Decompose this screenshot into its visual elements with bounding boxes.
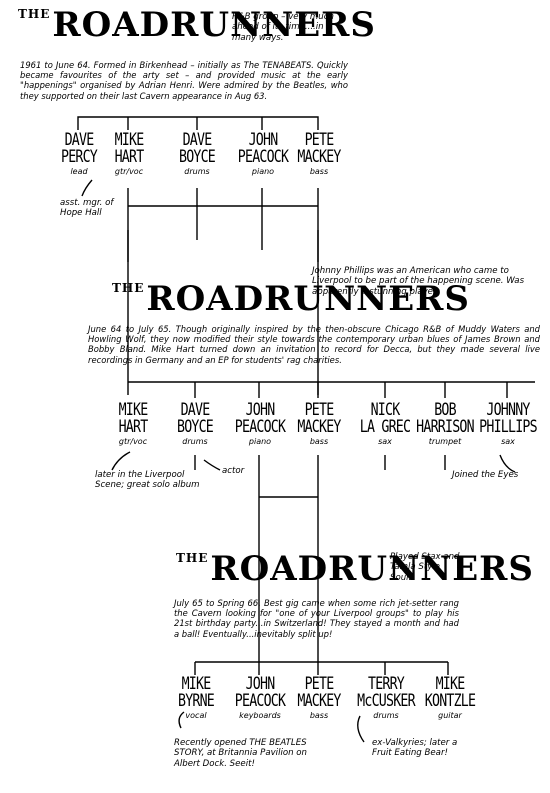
member-first-name: PETE <box>304 400 335 420</box>
member-instrument: sax <box>378 437 392 446</box>
group3-member-3: PETE MACKEY bass <box>284 674 354 721</box>
group3-side-note: Played Stax and Tamla Style Soul. <box>390 552 460 583</box>
group2-annotation-1: later in the Liverpool Scene; great solo… <box>95 470 200 491</box>
member-instrument: piano <box>248 437 272 446</box>
group2-member-4: PETE MACKEY bass <box>284 400 354 447</box>
group1-member-3: DAVE BOYCE drums <box>165 130 229 177</box>
member-first-name: DAVE <box>180 400 211 420</box>
group1-side-note: R&B group – very much ahead of its time.… <box>232 12 334 43</box>
group2-title-name: ROADRUNNERS <box>146 279 470 319</box>
member-instrument: lead <box>70 167 88 176</box>
member-first-name: JOHN <box>248 130 279 150</box>
member-first-name: MIKE <box>114 130 145 150</box>
member-first-name: DAVE <box>182 130 213 150</box>
member-last-name: LA GREC <box>359 417 411 437</box>
group1-member-2: MIKE HART gtr/voc <box>98 130 160 177</box>
group3-member-2: JOHN PEACOCK keyboards <box>222 674 298 721</box>
group1-title: THEROADRUNNERS <box>18 8 376 42</box>
group1-annotation-1: asst. mgr. of Hope Hall <box>60 198 114 219</box>
member-first-name: MIKE <box>181 674 212 694</box>
member-last-name: MACKEY <box>297 147 341 167</box>
member-first-name: JOHN <box>245 674 276 694</box>
member-last-name: PEACOCK <box>234 417 286 437</box>
member-last-name: HART <box>114 147 145 167</box>
member-first-name: PETE <box>304 130 335 150</box>
member-first-name: BOB <box>434 400 456 420</box>
member-first-name: DAVE <box>64 130 95 150</box>
member-last-name: McCUSKER <box>357 691 415 711</box>
group1-member-5: PETE MACKEY bass <box>284 130 354 177</box>
member-instrument: bass <box>309 711 329 720</box>
member-first-name: TERRY <box>367 674 405 694</box>
member-last-name: HART <box>118 417 149 437</box>
member-instrument: gtr/voc <box>118 437 148 446</box>
member-first-name: MIKE <box>118 400 149 420</box>
group1-title-the: THE <box>18 7 51 21</box>
group2-history: June 64 to July 65. Though originally in… <box>88 324 540 365</box>
member-instrument: bass <box>309 437 329 446</box>
group2-member-7: JOHNNY PHILLIPS sax <box>468 400 548 447</box>
member-instrument: drums <box>182 437 208 446</box>
member-last-name: BOYCE <box>178 147 216 167</box>
member-first-name: PETE <box>304 674 335 694</box>
member-instrument: trumpet <box>428 437 462 446</box>
group3-title-name: ROADRUNNERS <box>210 549 534 589</box>
group1-history: 1961 to June 64. Formed in Birkenhead – … <box>20 60 348 101</box>
member-instrument: guitar <box>438 711 462 720</box>
member-last-name: BOYCE <box>176 417 214 437</box>
member-instrument: sax <box>501 437 515 446</box>
member-instrument: gtr/voc <box>114 167 144 176</box>
member-last-name: BYRNE <box>177 691 215 711</box>
member-last-name: PEACOCK <box>234 691 286 711</box>
group2-member-3: JOHN PEACOCK piano <box>222 400 298 447</box>
group3-member-5: MIKE KONTZLE guitar <box>412 674 488 721</box>
member-first-name: JOHNNY <box>486 400 530 420</box>
member-first-name: MIKE <box>435 674 466 694</box>
member-last-name: PHILLIPS <box>479 417 537 437</box>
member-last-name: KONTZLE <box>424 691 476 711</box>
group3-title-the: THE <box>176 551 209 565</box>
member-last-name: HARRISON <box>416 417 474 437</box>
group1-member-4: JOHN PEACOCK piano <box>224 130 302 177</box>
member-last-name: PEACOCK <box>237 147 289 167</box>
member-last-name: MACKEY <box>297 417 341 437</box>
group3-history: July 65 to Spring 66. Best gig came when… <box>174 598 459 639</box>
group2-title: THEROADRUNNERS <box>112 282 470 316</box>
group3-title: THEROADRUNNERS <box>176 552 534 586</box>
member-last-name: PERCY <box>60 147 98 167</box>
group2-member-1: MIKE HART gtr/voc <box>100 400 166 447</box>
member-instrument: bass <box>309 167 329 176</box>
group2-side-note: Johnny Phillips was an American who came… <box>312 266 525 297</box>
member-instrument: drums <box>373 711 399 720</box>
group2-annotation-3: Joined the Eyes <box>452 470 519 480</box>
member-first-name: JOHN <box>245 400 276 420</box>
group3-annotation-2: ex-Valkyries; later a Fruit Eating Bear! <box>372 738 458 759</box>
member-instrument: drums <box>184 167 210 176</box>
member-instrument: keyboards <box>239 711 281 720</box>
group2-member-2: DAVE BOYCE drums <box>162 400 228 447</box>
group3-member-1: MIKE BYRNE vocal <box>164 674 228 721</box>
group1-title-name: ROADRUNNERS <box>52 5 376 45</box>
group2-member-5: NICK LA GREC sax <box>348 400 422 447</box>
group1-member-1: DAVE PERCY lead <box>48 130 110 177</box>
member-instrument: piano <box>251 167 275 176</box>
member-last-name: MACKEY <box>297 691 341 711</box>
group3-annotation-1: Recently opened THE BEATLES STORY, at Br… <box>174 738 307 769</box>
group3-member-4: TERRY McCUSKER drums <box>346 674 426 721</box>
member-first-name: NICK <box>370 400 401 420</box>
group2-member-6: BOB HARRISON trumpet <box>404 400 486 447</box>
member-instrument: vocal <box>185 711 207 720</box>
group2-title-the: THE <box>112 281 145 295</box>
group2-annotation-2: actor <box>222 466 245 476</box>
